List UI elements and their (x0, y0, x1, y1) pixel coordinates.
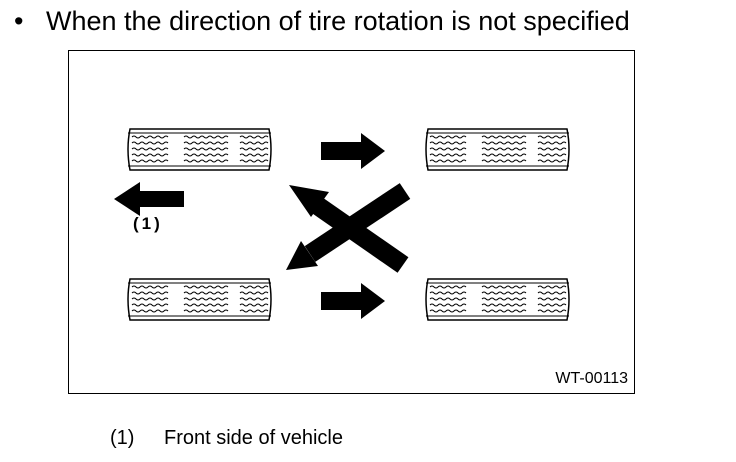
heading-text: When the direction of tire rotation is n… (46, 6, 630, 36)
front-side-marker: (1) (133, 214, 163, 233)
legend-number: (1) (110, 427, 135, 449)
arrow-right-top-icon (321, 133, 385, 169)
legend-text: Front side of vehicle (164, 427, 343, 449)
arrow-front-side-icon (114, 182, 184, 216)
tire-rear-left-icon (128, 279, 271, 320)
tire-front-right-icon (426, 129, 569, 170)
section-heading: • When the direction of tire rotation is … (14, 4, 630, 38)
arrow-diagonal-down-left-icon (286, 183, 411, 270)
arrow-right-bottom-icon (321, 283, 385, 319)
tire-rear-right-icon (426, 279, 569, 320)
rotation-diagram (114, 51, 636, 395)
tire-front-left-icon (128, 129, 271, 170)
tire-rotation-figure: (1) WT-00113 (68, 50, 635, 394)
bullet-glyph: • (14, 6, 24, 36)
figure-legend: (1) Front side of vehicle (110, 426, 343, 450)
figure-code: WT-00113 (555, 370, 628, 387)
